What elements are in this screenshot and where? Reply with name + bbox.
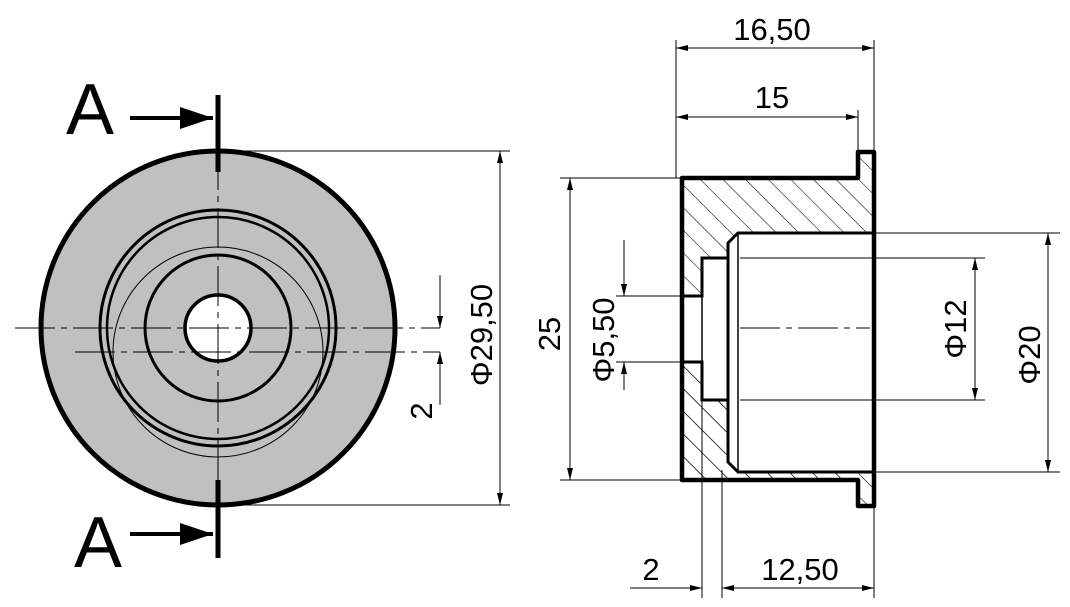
front-view: A A Φ29,50 2 xyxy=(15,70,510,583)
dimension-body-diameter: 25 xyxy=(532,317,567,351)
section-label-top: A xyxy=(66,70,114,150)
dimension-overall-width: 16,50 xyxy=(733,12,811,47)
dimension-hole-diameter: Φ5,50 xyxy=(586,297,621,382)
section-body-lower xyxy=(682,362,874,480)
dimension-bore-diameter: Φ12 xyxy=(938,299,973,358)
dimension-flange-offset: 15 xyxy=(755,80,789,115)
bore-outline xyxy=(726,231,874,474)
section-arrowhead-bottom xyxy=(180,523,213,545)
section-label-bottom: A xyxy=(74,503,122,583)
dimension-front-diameter: Φ29,50 xyxy=(464,284,499,386)
section-view: 16,50 15 25 Φ5,50 Φ12 Φ20 2 12,50 xyxy=(532,12,1060,598)
section-arrowhead-top xyxy=(180,107,213,129)
dimension-bore-depth: 12,50 xyxy=(761,552,839,587)
dimension-offset: 2 xyxy=(404,402,439,419)
dimension-wall-thickness: 2 xyxy=(642,552,659,587)
dimension-outer-bore-diameter: Φ20 xyxy=(1012,325,1047,384)
